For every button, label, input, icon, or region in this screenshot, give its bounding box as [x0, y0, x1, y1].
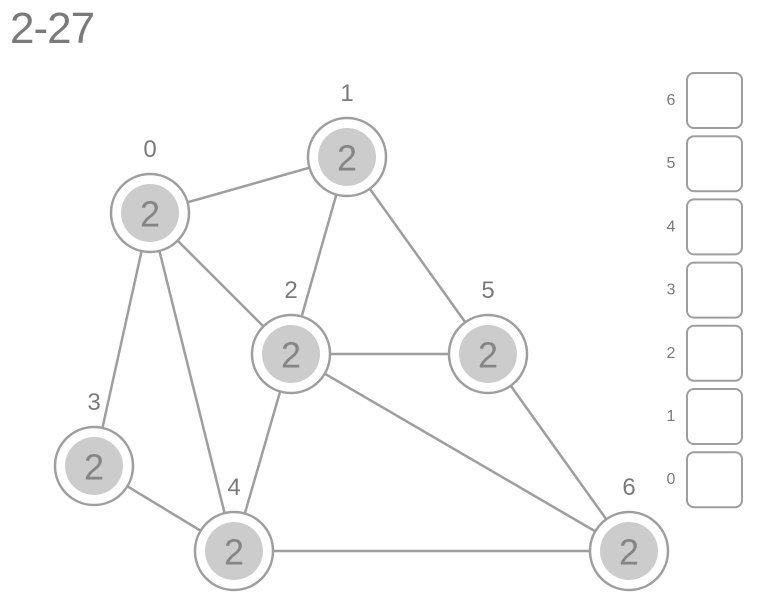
slot-5[interactable]: 5 — [667, 135, 743, 193]
node-disc — [121, 184, 179, 242]
slot-stack: 6 5 4 3 2 1 0 — [667, 72, 743, 509]
node-5[interactable]: 25 — [447, 277, 529, 395]
node-disc — [318, 128, 376, 186]
node-value: 2 — [478, 335, 498, 376]
node-disc — [65, 437, 123, 495]
node-disc — [600, 522, 658, 580]
node-id-label: 3 — [87, 389, 100, 416]
edge-1-5 — [345, 156, 490, 355]
node-id-label: 2 — [284, 277, 297, 304]
slot-label: 1 — [667, 408, 676, 425]
node-value: 2 — [619, 532, 639, 573]
slot-box[interactable] — [686, 72, 743, 129]
node-4[interactable]: 24 — [193, 474, 275, 592]
slot-box[interactable] — [686, 388, 743, 445]
node-id-label: 1 — [340, 80, 353, 107]
node-value: 2 — [281, 335, 301, 376]
slot-3[interactable]: 3 — [667, 261, 743, 319]
node-id-label: 0 — [143, 136, 156, 163]
node-id-label: 5 — [481, 277, 494, 304]
node-value: 2 — [224, 532, 244, 573]
node-id-label: 4 — [227, 474, 240, 501]
slot-box[interactable] — [686, 198, 743, 256]
slot-0[interactable]: 0 — [667, 451, 743, 509]
edge-2-6 — [290, 352, 630, 553]
slot-label: 0 — [667, 471, 676, 488]
node-id-label: 6 — [622, 474, 635, 501]
slot-label: 2 — [667, 345, 676, 362]
edge-5-6 — [486, 353, 631, 552]
edge-0-4 — [148, 212, 236, 552]
node-disc — [262, 325, 320, 383]
slot-label: 3 — [667, 282, 676, 299]
node-disc — [205, 522, 263, 580]
node-disc — [459, 325, 517, 383]
slot-box[interactable] — [686, 324, 743, 382]
slot-label: 6 — [667, 92, 676, 109]
node-value: 2 — [84, 447, 104, 488]
node-6[interactable]: 26 — [588, 474, 670, 592]
node-3[interactable]: 23 — [53, 389, 135, 507]
slot-4[interactable]: 4 — [667, 198, 743, 256]
node-2[interactable]: 22 — [250, 277, 332, 395]
slot-box[interactable] — [686, 261, 743, 319]
slot-box[interactable] — [686, 451, 743, 509]
node-1[interactable]: 21 — [306, 80, 388, 198]
node-0[interactable]: 20 — [109, 136, 191, 254]
node-value: 2 — [140, 194, 160, 235]
slot-box[interactable] — [686, 135, 743, 193]
edge-0-3 — [92, 212, 152, 467]
slot-1[interactable]: 1 — [667, 388, 743, 445]
page-title: 2-27 — [10, 4, 95, 53]
slot-label: 4 — [667, 218, 676, 235]
slot-6[interactable]: 6 — [667, 72, 743, 129]
slot-label: 5 — [667, 155, 676, 172]
slot-2[interactable]: 2 — [667, 324, 743, 382]
node-value: 2 — [337, 138, 357, 179]
